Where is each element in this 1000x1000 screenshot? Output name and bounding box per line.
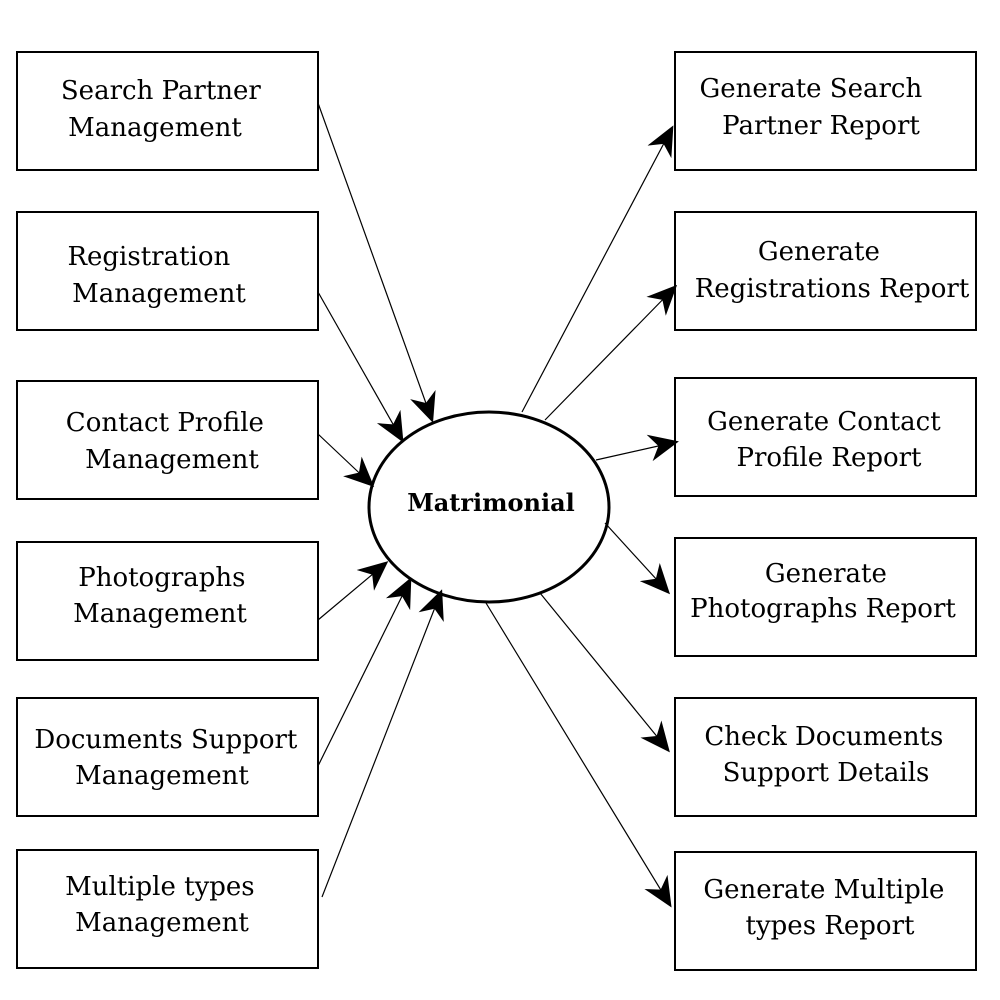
output-box-label: Generate Registrations Report <box>695 237 970 304</box>
output-box-generate-search-partner-report: Generate Search Partner Report <box>674 51 977 171</box>
output-box-label-line-1: Generate Contact <box>707 407 941 437</box>
input-box-label-line-1: Photographs <box>78 563 245 593</box>
output-box-generate-multiple-types-report: Generate Multiple types Report <box>674 851 977 971</box>
output-box-label-line-2: Support Details <box>723 758 930 788</box>
input-box-label: Photographs Management <box>73 563 254 629</box>
output-box-label-line-2: Photographs Report <box>690 594 956 624</box>
input-arrow-contact-profile <box>317 433 375 488</box>
central-process: Matrimonial <box>367 410 611 604</box>
input-box-label-line-2: Management <box>68 113 242 143</box>
output-arrow-documents-support-details <box>539 592 670 753</box>
input-arrow-multiple-types <box>321 589 444 898</box>
input-box-label-line-1: Registration <box>67 242 230 272</box>
input-box-label: Documents Support Management <box>34 725 305 791</box>
output-box-generate-contact-profile-report: Generate Contact Profile Report <box>674 377 977 497</box>
input-box-label-line-2: Management <box>72 279 246 309</box>
output-box-label-line-1: Check Documents <box>704 722 943 752</box>
output-box-label: Generate Multiple types Report <box>703 875 952 941</box>
input-box-contact-profile-management: Contact Profile Management <box>16 380 319 500</box>
input-box-label-line-2: Management <box>75 908 249 938</box>
output-box-label-line-2: Partner Report <box>722 111 920 141</box>
output-box-generate-registrations-report: Generate Registrations Report <box>674 211 977 331</box>
input-box-label-line-2: Management <box>75 761 249 791</box>
output-box-label-line-1: Generate Search <box>699 74 922 104</box>
input-box-label: Contact Profile Management <box>66 408 272 475</box>
input-arrow-search-partner <box>317 102 436 423</box>
input-box-label-line-1: Documents Support <box>34 725 298 755</box>
input-box-registration-management: Registration Management <box>16 211 319 331</box>
output-box-check-documents-support-details: Check Documents Support Details <box>674 697 977 817</box>
output-box-label-line-2: Profile Report <box>736 443 922 473</box>
output-box-label: Check Documents Support Details <box>704 722 951 788</box>
input-arrow-registration <box>317 291 404 443</box>
input-arrows <box>317 102 444 898</box>
output-box-label: Generate Contact Profile Report <box>707 407 949 473</box>
output-box-label-line-1: Generate Multiple <box>703 875 944 905</box>
input-box-label-line-1: Search Partner <box>61 76 262 106</box>
central-process-label: Matrimonial <box>407 488 575 517</box>
input-box-label: Search Partner Management <box>61 76 269 143</box>
input-arrow-documents-support <box>317 577 412 767</box>
input-box-label-line-1: Multiple types <box>65 872 255 902</box>
output-box-label-line-2: types Report <box>746 911 915 941</box>
output-arrow-multiple-types-report <box>485 602 672 908</box>
output-box-label-line-1: Generate <box>758 237 880 267</box>
output-box-generate-photographs-report: Generate Photographs Report <box>674 537 977 657</box>
input-box-multiple-types-management: Multiple types Management <box>16 849 319 969</box>
central-process-ellipse <box>367 410 611 604</box>
input-box-label-line-1: Contact Profile <box>66 408 264 438</box>
output-arrow-photographs-report <box>604 522 671 595</box>
output-arrow-contact-profile-report <box>595 434 679 462</box>
output-box-label: Generate Search Partner Report <box>699 74 930 141</box>
output-box-label-line-1: Generate <box>765 559 887 589</box>
output-box-label-line-2: Registrations Report <box>695 274 970 304</box>
input-box-label: Multiple types Management <box>65 872 263 938</box>
input-arrow-photographs <box>317 561 389 621</box>
output-arrow-search-partner-report <box>521 125 674 413</box>
output-arrows <box>485 125 679 908</box>
input-box-photographs-management: Photographs Management <box>16 541 319 661</box>
input-box-label: Registration Management <box>67 242 246 309</box>
output-arrow-registrations-report <box>544 284 678 421</box>
input-box-label-line-2: Management <box>85 445 259 475</box>
input-box-label-line-2: Management <box>73 599 247 629</box>
input-box-documents-support-management: Documents Support Management <box>16 697 319 817</box>
input-box-search-partner-management: Search Partner Management <box>16 51 319 171</box>
output-box-label: Generate Photographs Report <box>690 559 956 624</box>
